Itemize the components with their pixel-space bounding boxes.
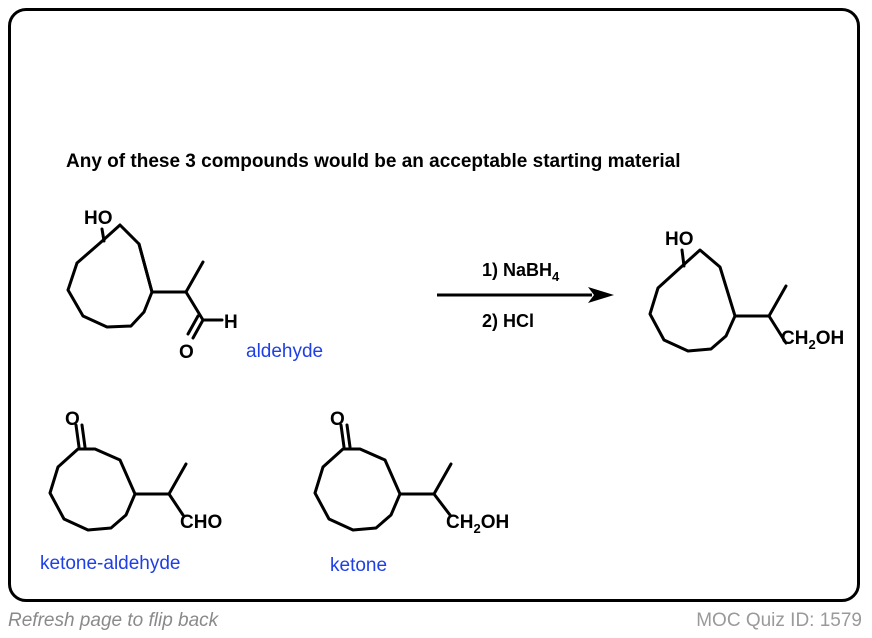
ketone-aldehyde-cho-label: CHO xyxy=(180,512,222,533)
ketone-aldehyde-ring xyxy=(48,447,137,532)
aldehyde-ho-bond xyxy=(100,227,106,243)
quiz-card[interactable] xyxy=(8,8,860,602)
product-ho-label: HO xyxy=(665,229,694,250)
ketone-label: ketone xyxy=(330,555,387,576)
reaction-arrow-group: 1) NaBH4 2) HCl xyxy=(437,260,614,331)
quiz-id: MOC Quiz ID: 1579 xyxy=(696,610,862,631)
product-ring xyxy=(648,248,737,353)
aldehyde-h-label: H xyxy=(224,312,238,333)
ketone-aldehyde-structure: O CHO ketone-aldehyde xyxy=(40,409,222,574)
product-structure: HO CH2OH xyxy=(648,229,844,353)
product-sidechain xyxy=(733,284,788,345)
aldehyde-o-label: O xyxy=(179,342,194,363)
ketone-sidechain xyxy=(398,462,453,517)
ketone-aldehyde-sidechain xyxy=(133,462,188,517)
aldehyde-structure: HO O H aldehyde xyxy=(66,208,323,363)
reagent-step-2: 2) HCl xyxy=(482,311,534,331)
refresh-hint: Refresh page to flip back xyxy=(8,610,219,631)
ketone-o-label: O xyxy=(330,409,345,430)
ketone-aldehyde-label: ketone-aldehyde xyxy=(40,553,181,574)
aldehyde-ring xyxy=(66,223,154,329)
ketone-ring xyxy=(313,447,402,532)
product-ch2oh-label: CH2OH xyxy=(781,328,844,352)
ketone-aldehyde-o-label: O xyxy=(65,409,80,430)
arrow-head-icon xyxy=(588,287,614,303)
question-heading: Any of these 3 compounds would be an acc… xyxy=(66,151,681,172)
ketone-structure: O CH2OH ketone xyxy=(313,409,509,576)
aldehyde-label: aldehyde xyxy=(246,341,323,362)
aldehyde-ho-label: HO xyxy=(84,208,113,229)
reagent-step-1: 1) NaBH4 xyxy=(482,260,560,284)
ketone-ch2oh-label: CH2OH xyxy=(446,512,509,536)
aldehyde-sidechain xyxy=(150,260,224,340)
